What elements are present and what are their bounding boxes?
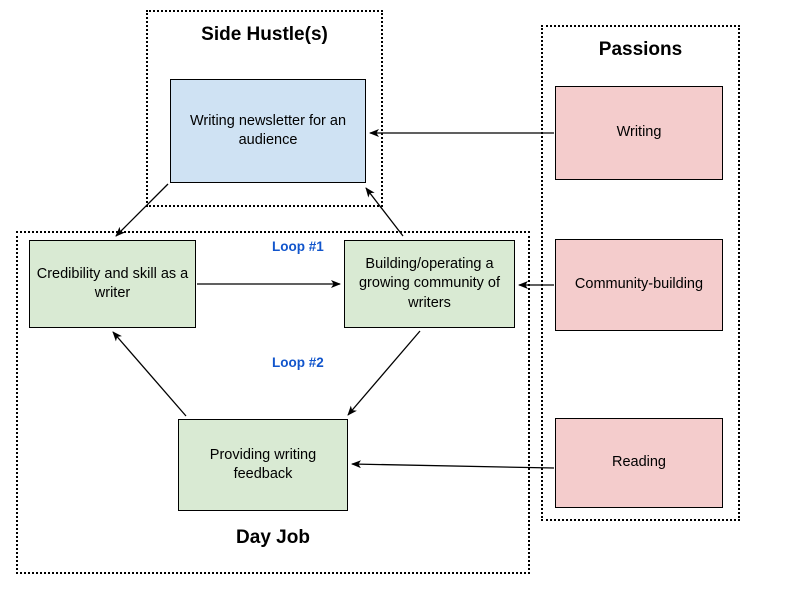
node-credibility-skill[interactable]: Credibility and skill as a writer xyxy=(29,240,196,328)
loop-label-2: Loop #2 xyxy=(272,355,324,370)
node-label: Reading xyxy=(611,454,666,471)
loop-label-1: Loop #1 xyxy=(272,239,324,254)
group-box-passions xyxy=(541,25,740,521)
group-title-passions: Passions xyxy=(598,39,683,60)
group-box-day-job xyxy=(16,231,530,574)
node-label: Credibility and skill as a writer xyxy=(36,265,189,301)
group-title-day-job: Day Job xyxy=(236,527,310,548)
node-label: Building/operating a growing community o… xyxy=(358,256,501,311)
node-providing-feedback[interactable]: Providing writing feedback xyxy=(178,419,348,511)
node-passion-community-building[interactable]: Community-building xyxy=(555,239,723,331)
node-label: Writing xyxy=(616,124,662,141)
group-box-side-hustles xyxy=(146,10,383,207)
node-building-community[interactable]: Building/operating a growing community o… xyxy=(344,240,515,328)
node-passion-writing[interactable]: Writing xyxy=(555,86,723,180)
node-label: Writing newsletter for an audience xyxy=(189,112,347,148)
node-label: Community-building xyxy=(574,276,704,293)
node-writing-newsletter[interactable]: Writing newsletter for an audience xyxy=(170,79,366,183)
node-label: Providing writing feedback xyxy=(209,446,317,482)
group-title-side-hustles: Side Hustle(s) xyxy=(201,24,328,45)
node-passion-reading[interactable]: Reading xyxy=(555,418,723,508)
